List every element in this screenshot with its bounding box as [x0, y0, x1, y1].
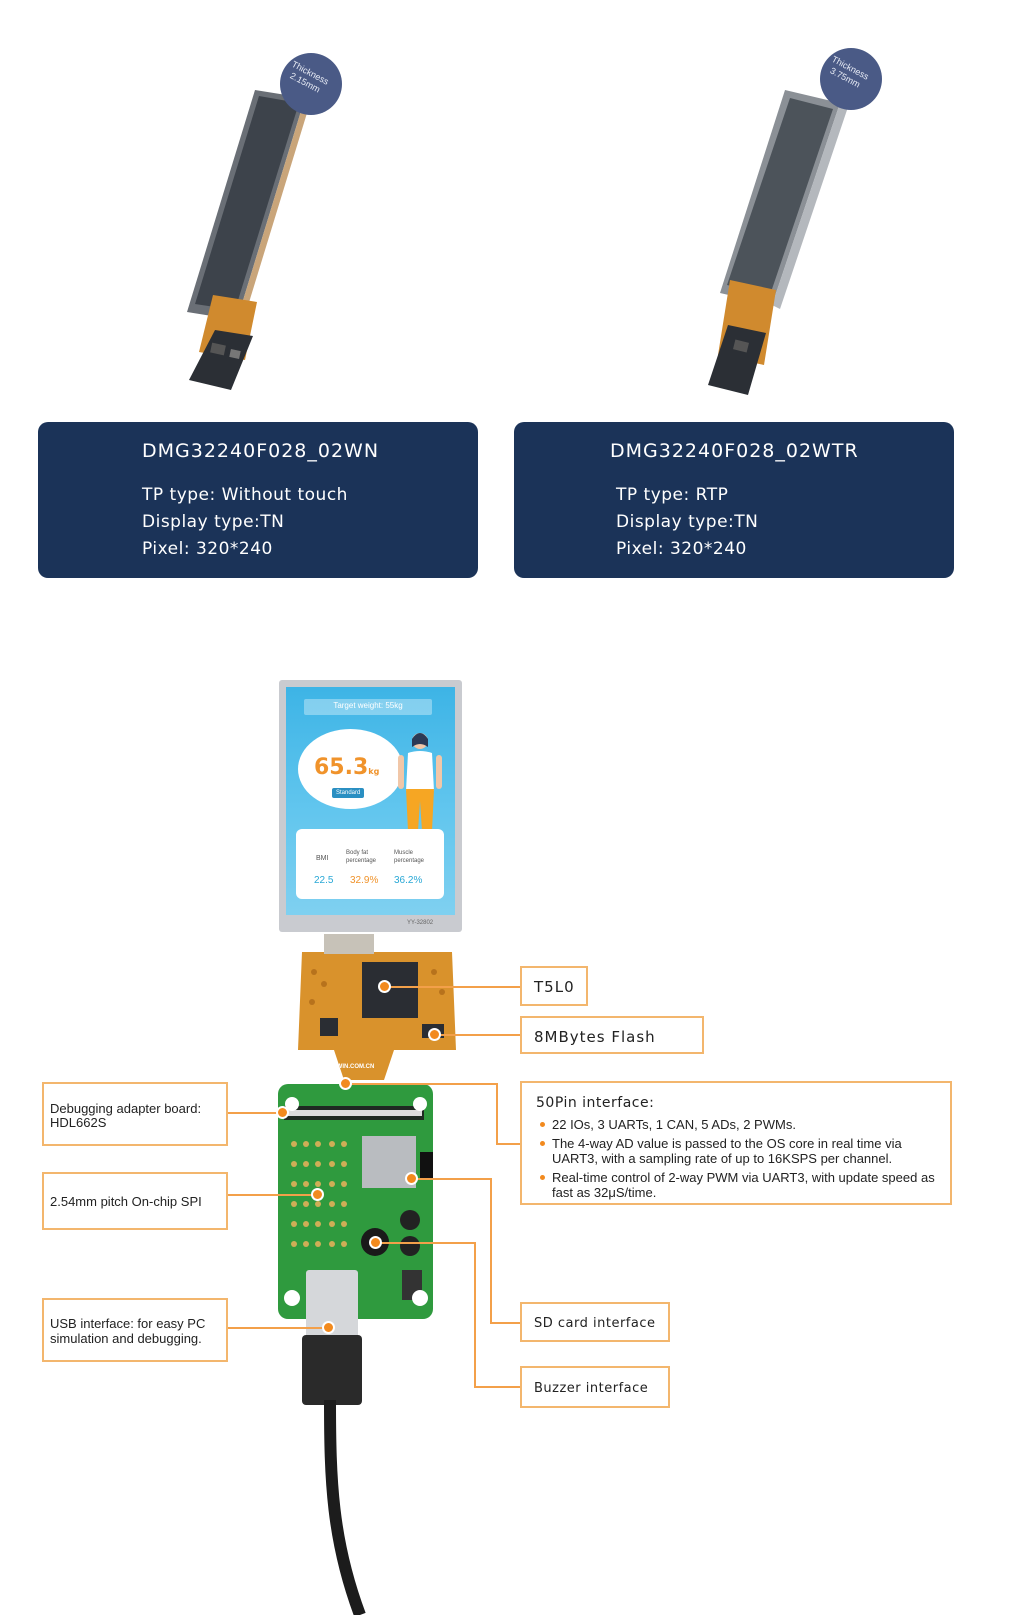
dot-usb: [322, 1321, 335, 1334]
callout-spi: 2.54mm pitch On-chip SPI: [42, 1172, 228, 1230]
line-sd-h1: [412, 1178, 492, 1180]
line-adapter-h: [228, 1112, 280, 1114]
callout-flash: 8MBytes Flash: [520, 1016, 704, 1054]
metric-muscle-label: Muscle percentage: [394, 850, 425, 864]
metric-bodyfat-label: Body fat percentage: [346, 850, 377, 864]
line-sd-v: [490, 1178, 492, 1324]
product-left-photo: [175, 60, 375, 410]
metric-muscle-value: 36.2%: [394, 875, 423, 886]
pixel: Pixel: 320*240: [616, 539, 747, 559]
dot-t5l0: [378, 980, 391, 993]
dot-spi: [311, 1188, 324, 1201]
line-50pin-h1: [344, 1083, 497, 1085]
target-weight-label: Target weight: 55kg: [333, 701, 403, 710]
panel-code: YY-32802: [407, 920, 434, 926]
metric-bmi-value: 22.5: [314, 875, 334, 886]
callout-adapter: Debugging adapter board: HDL662S: [42, 1082, 228, 1146]
weight-value: 65.3kg: [314, 755, 380, 780]
metric-bmi-label: BMI: [316, 855, 329, 862]
50pin-item: The 4-way AD value is passed to the OS c…: [540, 1136, 938, 1166]
target-weight-bar: [304, 699, 432, 715]
line-50pin-h2: [496, 1143, 520, 1145]
50pin-item: Real-time control of 2-way PWM via UART3…: [540, 1170, 938, 1200]
dot-adapter: [276, 1106, 289, 1119]
product-right-photo: [690, 65, 890, 415]
usb-plug: [302, 1335, 362, 1405]
metric-bodyfat-value: 32.9%: [350, 875, 379, 886]
spec-card-left: DMG32240F028_02WN TP type: Without touch…: [38, 422, 478, 578]
display-type: Display type:TN: [142, 512, 285, 532]
callout-sd: SD card interface: [520, 1302, 670, 1342]
model-name: DMG32240F028_02WN: [142, 440, 380, 462]
callout-usb: USB interface: for easy PC simulation an…: [42, 1298, 228, 1362]
50pin-item: 22 IOs, 3 UARTs, 1 CAN, 5 ADs, 2 PWMs.: [540, 1117, 938, 1132]
line-50pin-v: [496, 1083, 498, 1145]
pixel: Pixel: 320*240: [142, 539, 273, 559]
display-type: Display type:TN: [616, 512, 759, 532]
line-buzzer-v: [474, 1242, 476, 1388]
dot-buzzer: [369, 1236, 382, 1249]
tp-type: TP type: Without touch: [142, 485, 348, 505]
line-sd-h2: [490, 1322, 520, 1324]
line-spi-h: [228, 1194, 316, 1196]
line-flash: [434, 1034, 520, 1036]
usb-cable: [302, 1399, 382, 1618]
callout-50pin: 50Pin interface: 22 IOs, 3 UARTs, 1 CAN,…: [520, 1081, 952, 1205]
lcd-screen: Target weight: 55kg 65.3kg Standard BMI …: [286, 687, 455, 915]
lcd-panel: Target weight: 55kg 65.3kg Standard BMI …: [279, 680, 462, 932]
metrics-card: BMI Body fat percentage Muscle percentag…: [296, 829, 444, 899]
tp-type: TP type: RTP: [616, 485, 729, 505]
callout-buzzer: Buzzer interface: [520, 1366, 670, 1408]
50pin-title: 50Pin interface:: [536, 1095, 655, 1111]
line-t5l0: [384, 986, 520, 988]
line-buzzer-h2: [474, 1386, 520, 1388]
line-usb-h: [228, 1327, 328, 1329]
spec-card-right: DMG32240F028_02WTR TP type: RTP Display …: [514, 422, 954, 578]
model-name: DMG32240F028_02WTR: [610, 440, 859, 462]
dot-sd: [405, 1172, 418, 1185]
dot-50pin: [339, 1077, 352, 1090]
status-badge: Standard: [332, 788, 365, 798]
dot-flash: [428, 1028, 441, 1041]
callout-t5l0: T5L0: [520, 966, 588, 1006]
line-buzzer-h1: [376, 1242, 476, 1244]
